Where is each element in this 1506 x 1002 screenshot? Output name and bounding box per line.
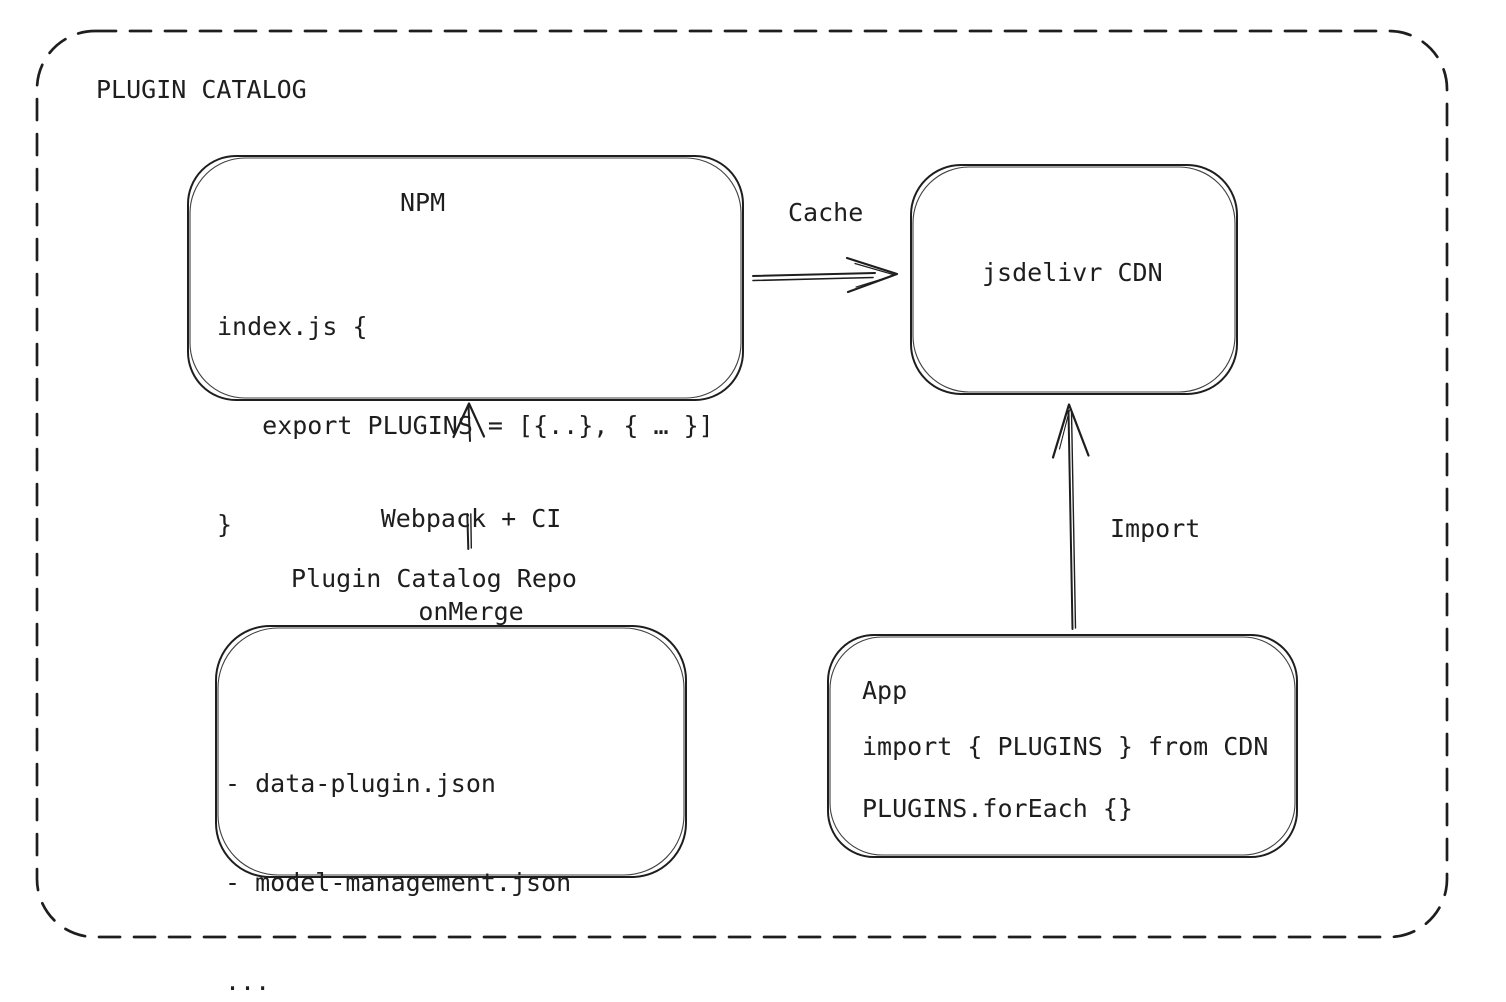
app-box-label: App [862, 676, 908, 705]
build-arrow-label: Webpack + CI onMerge [341, 441, 601, 689]
repo-file-item: ... [225, 967, 271, 996]
repo-file-list: - data-plugin.json - model-management.js… [225, 701, 571, 1002]
cache-arrow-label: Cache [788, 198, 864, 227]
import-arrow [1051, 403, 1090, 630]
npm-code-line: } [217, 510, 233, 539]
cdn-box-label: jsdelivr CDN [982, 258, 1163, 287]
import-arrow-label: Import [1110, 514, 1201, 543]
npm-code-line: export PLUGINS = [{..}, { … }] [217, 411, 714, 440]
build-arrow-label-line: onMerge [418, 597, 524, 626]
repo-box-shape [215, 625, 687, 878]
catalog-boundary-border [35, 29, 1449, 939]
app-code-line: import { PLUGINS } from CDN [862, 732, 1269, 761]
cache-arrow [752, 256, 899, 294]
repo-file-item: - model-management.json [225, 868, 572, 897]
npm-code-block: index.js { export PLUGINS = [{..}, { … }… [217, 244, 714, 607]
repo-heading: Plugin Catalog Repo [291, 564, 577, 593]
diagram-title: PLUGIN CATALOG [96, 75, 307, 104]
repo-file-item: - data-plugin.json [225, 769, 496, 798]
app-code-line: PLUGINS.forEach {} [862, 794, 1133, 823]
npm-box-shape [187, 155, 744, 401]
build-arrow [452, 402, 486, 550]
npm-code-line: index.js { [217, 312, 368, 341]
npm-box-label: NPM [400, 188, 446, 217]
build-arrow-label-line: Webpack + CI [380, 504, 562, 533]
app-box-shape [827, 634, 1298, 858]
cdn-box-shape [910, 164, 1238, 395]
